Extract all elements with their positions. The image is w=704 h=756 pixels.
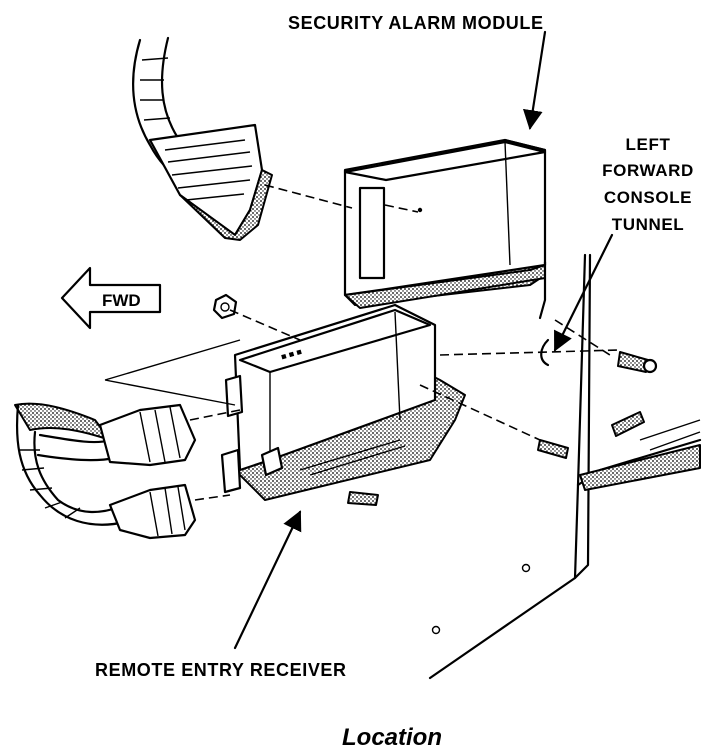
figure-caption: Location: [342, 724, 442, 751]
remote-entry-receiver: ■ ■ ■: [220, 303, 466, 501]
module-leader-arrow: [522, 30, 547, 130]
tunnel-label-line-1: LEFT: [626, 135, 671, 154]
tunnel-label-line-3: CONSOLE: [604, 188, 692, 207]
upper-wiring-harness: [132, 36, 273, 241]
nut-fastener: [212, 293, 238, 320]
screw-right-lower: [611, 411, 645, 437]
screw-middle: [537, 439, 569, 459]
security-alarm-module: [343, 138, 547, 309]
console-tunnel-panel: [428, 253, 702, 680]
fwd-arrow: FWD: [60, 266, 162, 330]
receiver-leader-arrow: [233, 510, 302, 650]
screw-right-upper: [617, 351, 658, 374]
fwd-label: FWD: [102, 291, 141, 310]
screw-bottom: [347, 491, 379, 506]
tunnel-leader-arrow: [553, 233, 614, 352]
assembly-dashed-lines: [104, 184, 621, 501]
tunnel-label-line-4: TUNNEL: [612, 215, 685, 234]
security-alarm-module-label: SECURITY ALARM MODULE: [288, 13, 544, 33]
remote-entry-receiver-label: REMOTE ENTRY RECEIVER: [95, 660, 347, 680]
lower-wiring-harness: [14, 402, 197, 540]
tunnel-label-line-2: FORWARD: [602, 161, 694, 180]
